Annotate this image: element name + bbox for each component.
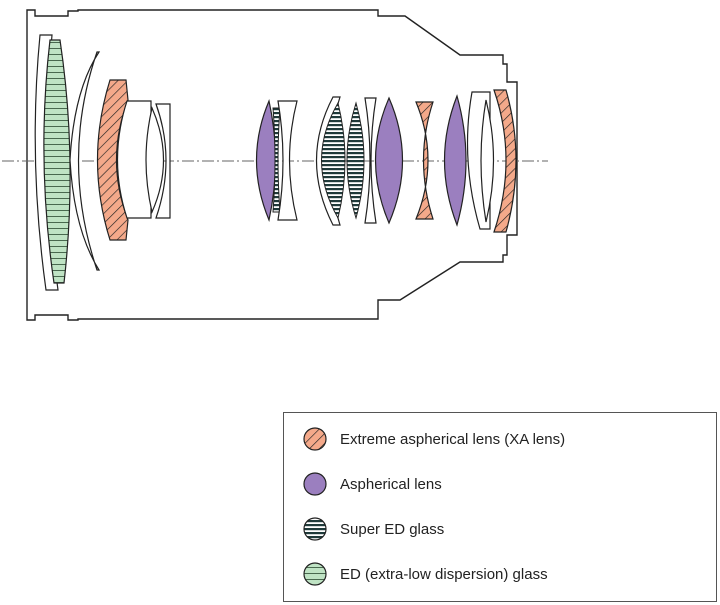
concave-lens-front [155,103,171,219]
aspherical-lens-3 [443,94,467,227]
xa-lens-swatch-icon [303,427,327,451]
legend-item-ed: ED (extra-low dispersion) glass [302,561,548,587]
legend-item-aspherical: Aspherical lens [302,471,442,497]
legend-label-ed: ED (extra-low dispersion) glass [340,565,548,583]
aspherical-lens-1 [255,99,277,222]
legend-label-xa: Extreme aspherical lens (XA lens) [340,430,566,448]
ed-glass-lens [43,39,71,284]
super-ed-lens-3 [346,101,365,220]
legend-box: Extreme aspherical lens (XA lens) Aspher… [283,412,717,602]
aspherical-lens-2 [374,96,404,225]
xa-lens-rear [493,89,517,233]
ed-glass-swatch-icon [303,562,327,586]
aspherical-lens-swatch-icon [303,472,327,496]
concave-lens-mid-2 [364,97,377,224]
super-ed-glass-swatch-icon [303,517,327,541]
super-ed-lens-2 [321,101,346,220]
legend-label-super-ed: Super ED glass [340,520,445,538]
front-meniscus-lens-2 [69,51,101,271]
lens-cross-section-diagram [2,9,548,321]
legend-label-aspherical: Aspherical lens [340,475,442,493]
legend-item-xa: Extreme aspherical lens (XA lens) [302,426,565,452]
rear-biconvex-lens [480,99,495,223]
biconvex-lens-front [145,106,165,214]
legend-item-super-ed: Super ED glass [302,516,444,542]
lens-barrel-outline [26,9,518,321]
xa-lens-mid [415,101,434,220]
meniscus-lens-3 [116,100,152,219]
concave-lens-mid [277,100,298,221]
